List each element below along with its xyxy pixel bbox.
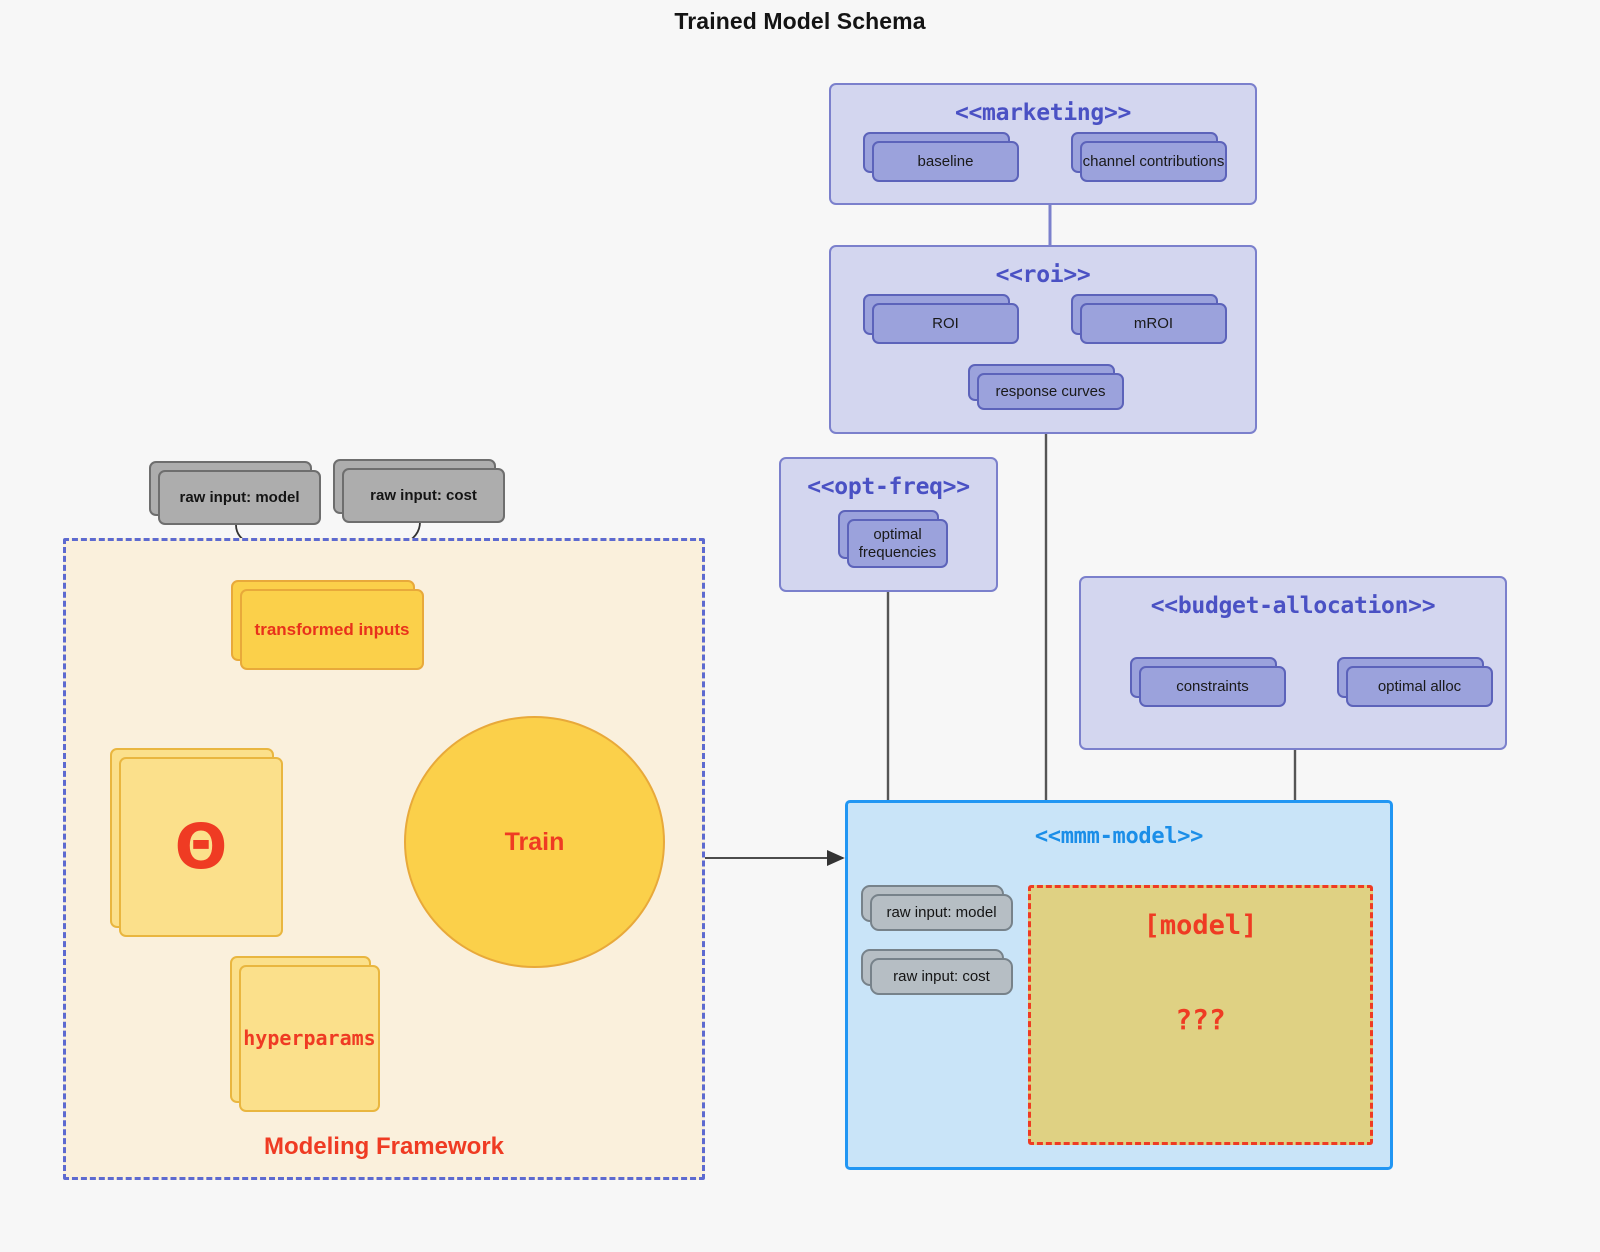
node-label: response curves [977, 373, 1124, 410]
model-slot-placeholder[interactable]: [model] ??? [1028, 885, 1373, 1145]
node-mroi[interactable]: mROI [1071, 294, 1227, 344]
package-roi[interactable]: <<roi>> ROI mROI response curves [829, 245, 1257, 434]
package-mmm-model-title: <<mmm-model>> [1034, 824, 1204, 849]
node-label: hyperparams [239, 965, 380, 1112]
node-label: transformed inputs [240, 589, 424, 670]
modeling-framework-label: Modeling Framework [263, 1133, 505, 1160]
node-baseline[interactable]: baseline [863, 132, 1019, 182]
node-label: mROI [1080, 303, 1227, 344]
node-optimal-frequencies[interactable]: optimal frequencies [838, 510, 948, 568]
model-slot-unknown: ??? [1175, 1003, 1226, 1036]
package-marketing-title: <<marketing>> [954, 100, 1132, 126]
node-roi[interactable]: ROI [863, 294, 1019, 344]
package-roi-title: <<roi>> [995, 262, 1091, 288]
node-constraints[interactable]: constraints [1130, 657, 1286, 707]
node-label-line2: frequencies [858, 543, 937, 561]
node-theta-params[interactable]: Θ [110, 748, 283, 937]
node-transformed-inputs[interactable]: transformed inputs [231, 580, 424, 670]
model-slot-title: [model] [1143, 910, 1258, 941]
node-label: baseline [872, 141, 1019, 182]
node-response-curves[interactable]: response curves [968, 364, 1124, 410]
node-label-line1: optimal [873, 526, 922, 544]
node-label: raw input: model [158, 470, 321, 525]
node-channel-contributions[interactable]: channel contributions [1071, 132, 1227, 182]
train-label: Train [504, 827, 565, 856]
node-mmm-raw-input-model[interactable]: raw input: model [861, 885, 1013, 931]
package-budget-allocation-title: <<budget-allocation>> [1150, 593, 1436, 619]
node-label: channel contributions [1080, 141, 1227, 182]
node-hyperparams[interactable]: hyperparams [230, 956, 380, 1112]
package-budget-allocation[interactable]: <<budget-allocation>> constraints optima… [1079, 576, 1507, 750]
node-train-activity[interactable]: Train [404, 716, 665, 968]
node-raw-input-cost[interactable]: raw input: cost [333, 459, 505, 523]
node-label: optimal frequencies [847, 519, 948, 568]
package-opt-freq[interactable]: <<opt-freq>> optimal frequencies [779, 457, 998, 592]
node-optimal-alloc[interactable]: optimal alloc [1337, 657, 1493, 707]
node-label: raw input: model [870, 894, 1013, 931]
node-raw-input-model[interactable]: raw input: model [149, 461, 321, 525]
node-label: ROI [872, 303, 1019, 344]
node-label: raw input: cost [342, 468, 505, 523]
package-marketing[interactable]: <<marketing>> baseline channel contribut… [829, 83, 1257, 205]
node-mmm-raw-input-cost[interactable]: raw input: cost [861, 949, 1013, 995]
node-label: optimal alloc [1346, 666, 1493, 707]
node-label: raw input: cost [870, 958, 1013, 995]
package-opt-freq-title: <<opt-freq>> [807, 474, 970, 500]
page-title: Trained Model Schema [674, 8, 926, 34]
node-label: constraints [1139, 666, 1286, 707]
node-label: Θ [119, 757, 283, 937]
package-mmm-model[interactable]: <<mmm-model>> raw input: model raw input… [845, 800, 1393, 1170]
